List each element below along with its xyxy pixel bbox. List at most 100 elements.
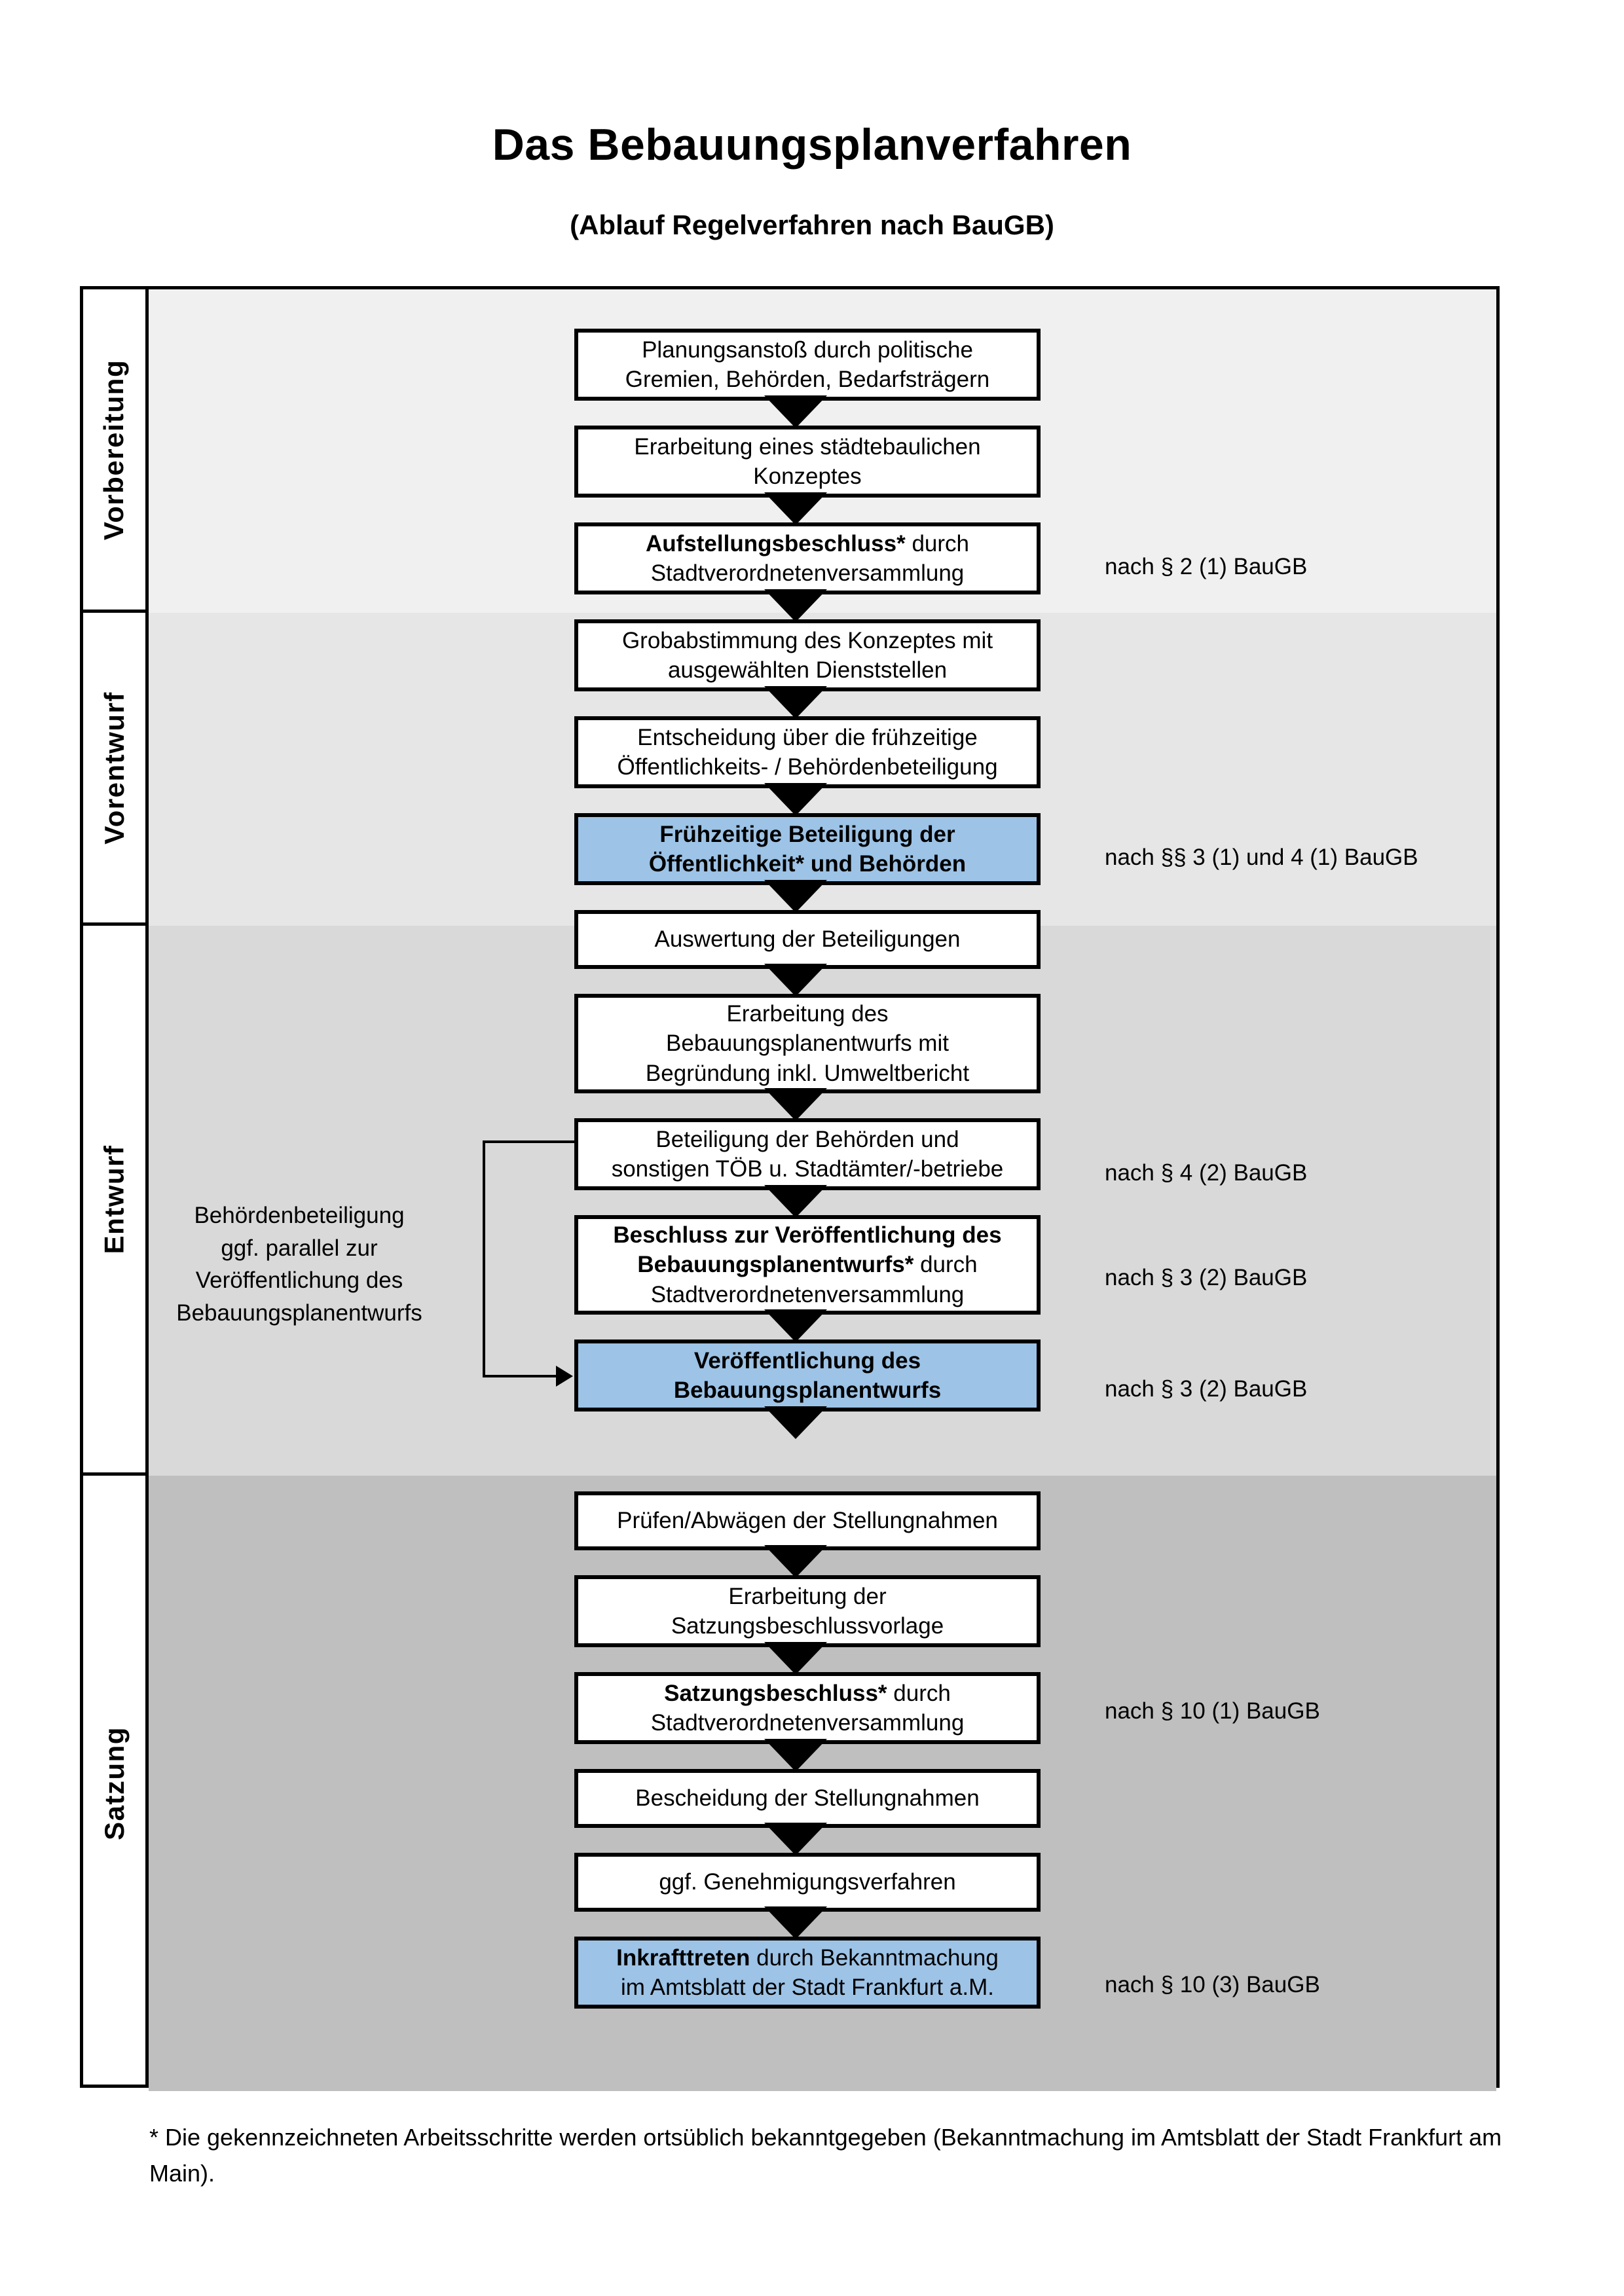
sidenote-line: Veröffentlichung des xyxy=(195,1267,403,1294)
step-line: Frühzeitige Beteiligung der xyxy=(659,821,955,847)
page-title: Das Bebauungsplanverfahren xyxy=(492,120,1132,170)
annotation-par3-2-a: nach § 3 (2) BauGB xyxy=(1105,1265,1308,1290)
step-satzungsbeschluss[interactable]: Satzungsbeschluss* durch Stadtverordnete… xyxy=(574,1672,1041,1744)
step-line: Bescheidung der Stellungnahmen xyxy=(635,1785,980,1812)
phase-label-satzung: Satzung xyxy=(83,1476,145,2091)
step-line: Stadtverordnetenversammlung xyxy=(650,1710,965,1736)
step-bold: Bebauungsplanentwurfs* xyxy=(637,1252,914,1278)
step-bescheidung-stellungnahmen[interactable]: Bescheidung der Stellungnahmen xyxy=(574,1769,1041,1828)
step-planungsanstoss[interactable]: Planungsanstoß durch politische Gremien,… xyxy=(574,329,1041,401)
step-inkrafttreten[interactable]: Inkrafttreten durch Bekanntmachung im Am… xyxy=(574,1937,1041,2009)
step-line: Aufstellungsbeschluss* durch xyxy=(646,529,969,559)
arrow-down-icon xyxy=(764,589,827,622)
phase-label-text: Entwurf xyxy=(98,1144,130,1254)
step-line: Bebauungsplanentwurfs xyxy=(673,1377,942,1403)
footnote: * Die gekennzeichneten Arbeitsschritte w… xyxy=(149,2124,1502,2187)
loop-vertical-segment xyxy=(483,1140,485,1377)
arrow-down-icon xyxy=(764,395,827,428)
annotation-par4-2: nach § 4 (2) BauGB xyxy=(1105,1160,1308,1186)
step-entscheidung-fruehzeitige[interactable]: Entscheidung über die frühzeitige Öffent… xyxy=(574,716,1041,788)
step-line: Erarbeitung des xyxy=(726,1000,889,1027)
step-line: Entscheidung über die frühzeitige xyxy=(637,724,978,750)
step-grobabstimmung[interactable]: Grobabstimmung des Konzeptes mit ausgewä… xyxy=(574,619,1041,691)
step-erarbeitung-bebauungsplanentwurf[interactable]: Erarbeitung des Bebauungsplanentwurfs mi… xyxy=(574,994,1041,1093)
step-beschluss-veroeffentlichung[interactable]: Beschluss zur Veröffentlichung des Bebau… xyxy=(574,1215,1041,1315)
arrow-down-icon xyxy=(764,686,827,719)
step-line: sonstigen TÖB u. Stadtämter/-betriebe xyxy=(611,1156,1004,1182)
phase-label-vorbereitung: Vorbereitung xyxy=(83,289,145,613)
sidenote-line: Behördenbeteiligung xyxy=(194,1203,405,1228)
arrow-down-icon xyxy=(764,964,827,996)
step-line: Erarbeitung der xyxy=(728,1583,887,1609)
phase-label-entwurf: Entwurf xyxy=(83,926,145,1476)
page-subtitle: (Ablauf Regelverfahren nach BauGB) xyxy=(570,210,1054,240)
step-pruefen-abwaegen[interactable]: Prüfen/Abwägen der Stellungnahmen xyxy=(574,1491,1041,1550)
step-beteiligung-behoerden-toeb[interactable]: Beteiligung der Behörden und sonstigen T… xyxy=(574,1118,1041,1190)
step-line: ggf. Genehmigungsverfahren xyxy=(659,1869,956,1895)
annotation-par2-1: nach § 2 (1) BauGB xyxy=(1105,554,1308,579)
step-line: Konzeptes xyxy=(753,464,862,489)
phase-label-text: Vorbereitung xyxy=(98,359,130,540)
step-line: Auswertung der Beteiligungen xyxy=(654,926,961,953)
arrow-down-icon xyxy=(764,1642,827,1675)
step-rest: durch Bekanntmachung xyxy=(750,1944,999,1971)
phase-label-text: Vorentwurf xyxy=(98,691,130,845)
sidenote-behoerdenbeteiligung: Behördenbeteiligung ggf. parallel zur Ve… xyxy=(162,1199,437,1330)
loop-bottom-segment xyxy=(483,1375,559,1377)
annotation-par3-1-4-1: nach §§ 3 (1) und 4 (1) BauGB xyxy=(1105,845,1418,870)
phase-label-vorentwurf: Vorentwurf xyxy=(83,613,145,926)
loop-arrowhead-icon xyxy=(556,1366,573,1387)
arrow-down-icon xyxy=(764,1906,827,1939)
step-line: Veröffentlichung des xyxy=(693,1347,921,1374)
annotation-par10-1: nach § 10 (1) BauGB xyxy=(1105,1698,1320,1724)
step-aufstellungsbeschluss[interactable]: Aufstellungsbeschluss* durch Stadtverord… xyxy=(574,522,1041,594)
step-line: ausgewählten Dienststellen xyxy=(667,657,948,683)
step-line: Beschluss zur Veröffentlichung des xyxy=(613,1222,1002,1248)
sidenote-line: ggf. parallel zur xyxy=(221,1235,378,1261)
step-staedtebauliches-konzept[interactable]: Erarbeitung eines städtebaulichen Konzep… xyxy=(574,426,1041,498)
arrow-down-icon xyxy=(764,1406,827,1439)
phase-label-column: Vorbereitung Vorentwurf Entwurf Satzung xyxy=(83,289,149,2085)
step-bold: Inkrafttreten xyxy=(616,1944,750,1971)
step-line: Begründung inkl. Umweltbericht xyxy=(645,1060,970,1086)
step-line: Planungsanstoß durch politische xyxy=(642,337,973,363)
step-line: Öffentlichkeits- / Behördenbeteiligung xyxy=(617,754,998,780)
annotation-par10-3: nach § 10 (3) BauGB xyxy=(1105,1972,1320,1997)
step-line: Öffentlichkeit* und Behörden xyxy=(648,851,967,877)
arrow-down-icon xyxy=(764,1739,827,1772)
arrow-down-icon xyxy=(764,1185,827,1218)
step-auswertung-beteiligungen[interactable]: Auswertung der Beteiligungen xyxy=(574,910,1041,969)
step-line: Stadtverordnetenversammlung xyxy=(650,1281,965,1307)
step-line: Gremien, Behörden, Bedarfsträgern xyxy=(625,367,990,392)
annotation-par3-2-b: nach § 3 (2) BauGB xyxy=(1105,1376,1308,1402)
step-genehmigungsverfahren[interactable]: ggf. Genehmigungsverfahren xyxy=(574,1853,1041,1912)
step-line: Bebauungsplanentwurfs mit xyxy=(666,1030,949,1057)
step-fruehzeitige-beteiligung[interactable]: Frühzeitige Beteiligung der Öffentlichke… xyxy=(574,813,1041,885)
flowchart-frame: Vorbereitung Vorentwurf Entwurf Satzung … xyxy=(80,286,1500,2091)
arrow-down-icon xyxy=(764,880,827,913)
step-line: Stadtverordnetenversammlung xyxy=(650,560,965,586)
sidenote-line: Bebauungsplanentwurfs xyxy=(176,1300,422,1326)
step-line: Erarbeitung eines städtebaulichen xyxy=(634,433,981,460)
step-line: Beteiligung der Behörden und xyxy=(655,1126,959,1152)
step-line: Bebauungsplanentwurfs* durch xyxy=(613,1250,1001,1280)
step-line: Grobabstimmung des Konzeptes mit xyxy=(621,627,993,653)
arrow-down-icon xyxy=(764,1088,827,1121)
step-line: Satzungsbeschlussvorlage xyxy=(671,1613,944,1639)
step-line: Satzungsbeschluss* durch xyxy=(651,1679,965,1709)
arrow-down-icon xyxy=(764,1309,827,1342)
step-line: im Amtsblatt der Stadt Frankfurt a.M. xyxy=(621,1975,994,2000)
step-veroeffentlichung-entwurf[interactable]: Veröffentlichung des Bebauungsplanentwur… xyxy=(574,1339,1041,1412)
arrow-down-icon xyxy=(764,1823,827,1855)
step-rest: durch xyxy=(887,1680,951,1706)
step-bold: Satzungsbeschluss* xyxy=(664,1680,887,1706)
step-erarbeitung-satzungsvorlage[interactable]: Erarbeitung der Satzungsbeschlussvorlage xyxy=(574,1575,1041,1647)
arrow-down-icon xyxy=(764,492,827,525)
step-line: Prüfen/Abwägen der Stellungnahmen xyxy=(617,1508,998,1534)
step-rest: durch xyxy=(913,1252,978,1278)
step-rest: durch xyxy=(905,530,970,556)
arrow-down-icon xyxy=(764,1545,827,1578)
loop-top-segment xyxy=(483,1140,576,1143)
step-line: Inkrafttreten durch Bekanntmachung xyxy=(616,1943,999,1973)
arrow-down-icon xyxy=(764,783,827,816)
